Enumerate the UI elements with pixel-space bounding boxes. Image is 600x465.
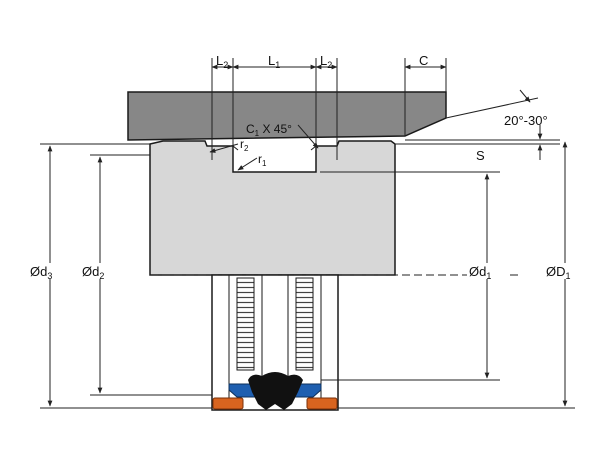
top-dimensions <box>211 58 539 160</box>
piston-body <box>149 140 396 276</box>
label-l2-left: L2 <box>216 53 228 70</box>
groove-chamfer-left <box>232 145 239 151</box>
label-r2: r2 <box>240 137 249 153</box>
r2-leader <box>209 143 239 153</box>
s-dimension <box>395 125 560 160</box>
label-d1: Ød1 <box>469 264 491 281</box>
label-D1: ØD1 <box>546 264 571 281</box>
spring-left <box>236 277 255 371</box>
main-seal <box>248 372 303 410</box>
guide-ring-left <box>212 397 244 410</box>
spring-right <box>295 277 314 371</box>
guide-ring-right <box>306 397 338 410</box>
label-angle: 20°-30° <box>504 113 548 128</box>
label-d2: Ød2 <box>82 264 104 281</box>
r1-leader <box>237 157 258 171</box>
label-c: C <box>419 53 428 68</box>
housing-body <box>127 91 447 141</box>
label-chamfer: C1 X 45° <box>246 122 292 138</box>
label-s: S <box>476 148 485 163</box>
label-l1: L1 <box>268 53 280 70</box>
label-l2-right: L2 <box>320 53 332 70</box>
label-r1: r1 <box>258 152 267 168</box>
label-d3: Ød3 <box>30 264 52 281</box>
chamfer-leader <box>297 124 319 149</box>
